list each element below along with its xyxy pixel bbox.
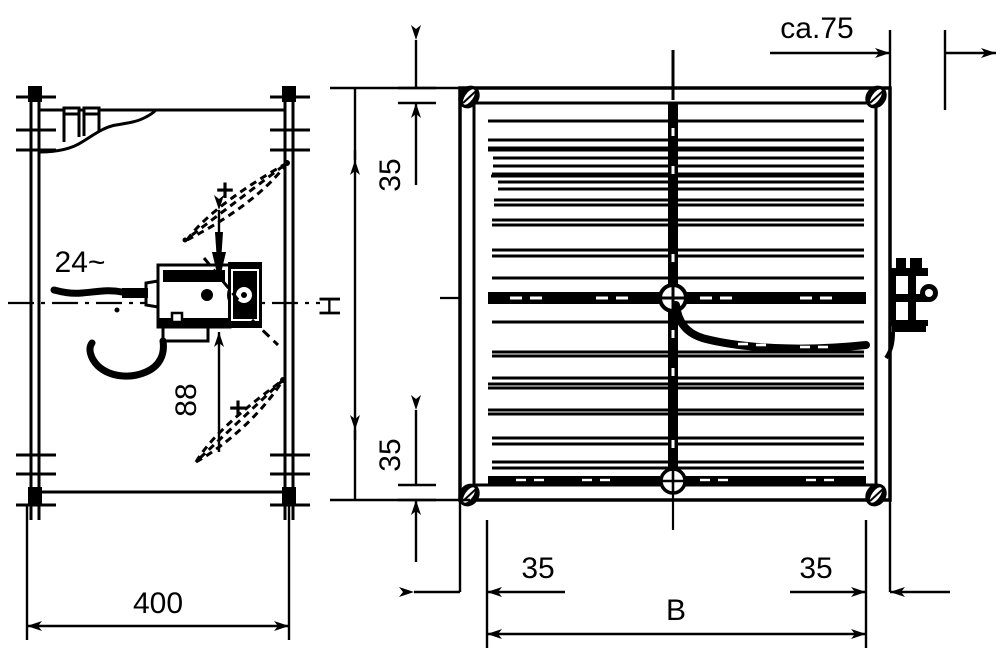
actuator-cables bbox=[50, 286, 167, 380]
side-hidden-dash bbox=[202, 257, 280, 347]
corner-screw-top-right bbox=[865, 85, 887, 109]
blade-rotation-symbol-lower bbox=[194, 378, 285, 464]
dimension-88-label: 88 bbox=[170, 383, 203, 416]
dimension-35-right-label: 35 bbox=[799, 552, 832, 585]
dimension-35-left-label: 35 bbox=[521, 552, 554, 585]
dimension-B bbox=[485, 592, 868, 648]
dimension-H-label: H bbox=[314, 295, 347, 317]
dimension-35-top bbox=[398, 25, 436, 185]
dimension-400 bbox=[25, 505, 291, 640]
dimension-35-right bbox=[790, 500, 950, 597]
view-front bbox=[440, 50, 915, 530]
rotation-plus-upper: + bbox=[216, 174, 234, 207]
dimension-35-bottom bbox=[398, 395, 436, 562]
dimension-35-top-label: 35 bbox=[374, 158, 407, 191]
rotation-plus-lower: + bbox=[229, 392, 247, 425]
dimension-B-label: B bbox=[666, 594, 686, 627]
view-side-section: + + bbox=[8, 86, 320, 520]
dimension-400-label: 400 bbox=[133, 587, 183, 620]
dimension-H bbox=[330, 86, 470, 502]
dimension-35-left bbox=[399, 500, 565, 597]
dimension-ca75-label: ca.75 bbox=[780, 12, 853, 45]
actuator-assembly bbox=[122, 262, 262, 343]
bottom-hub bbox=[659, 467, 687, 495]
side-hidden-marks bbox=[114, 160, 290, 383]
blade-rotation-symbol-upper bbox=[185, 161, 289, 242]
side-rail-caps bbox=[28, 86, 296, 505]
front-connection-cable bbox=[672, 301, 870, 353]
view-right-edge-detail bbox=[884, 250, 938, 360]
corner-screw-top-left bbox=[458, 85, 480, 109]
dimension-35-bottom-label: 35 bbox=[374, 438, 407, 471]
dimension-ca75 bbox=[770, 30, 996, 110]
corner-screw-bottom-right bbox=[865, 483, 887, 507]
duct-flange-profile bbox=[38, 106, 158, 154]
dimension-24-label: 24~ bbox=[55, 246, 106, 279]
